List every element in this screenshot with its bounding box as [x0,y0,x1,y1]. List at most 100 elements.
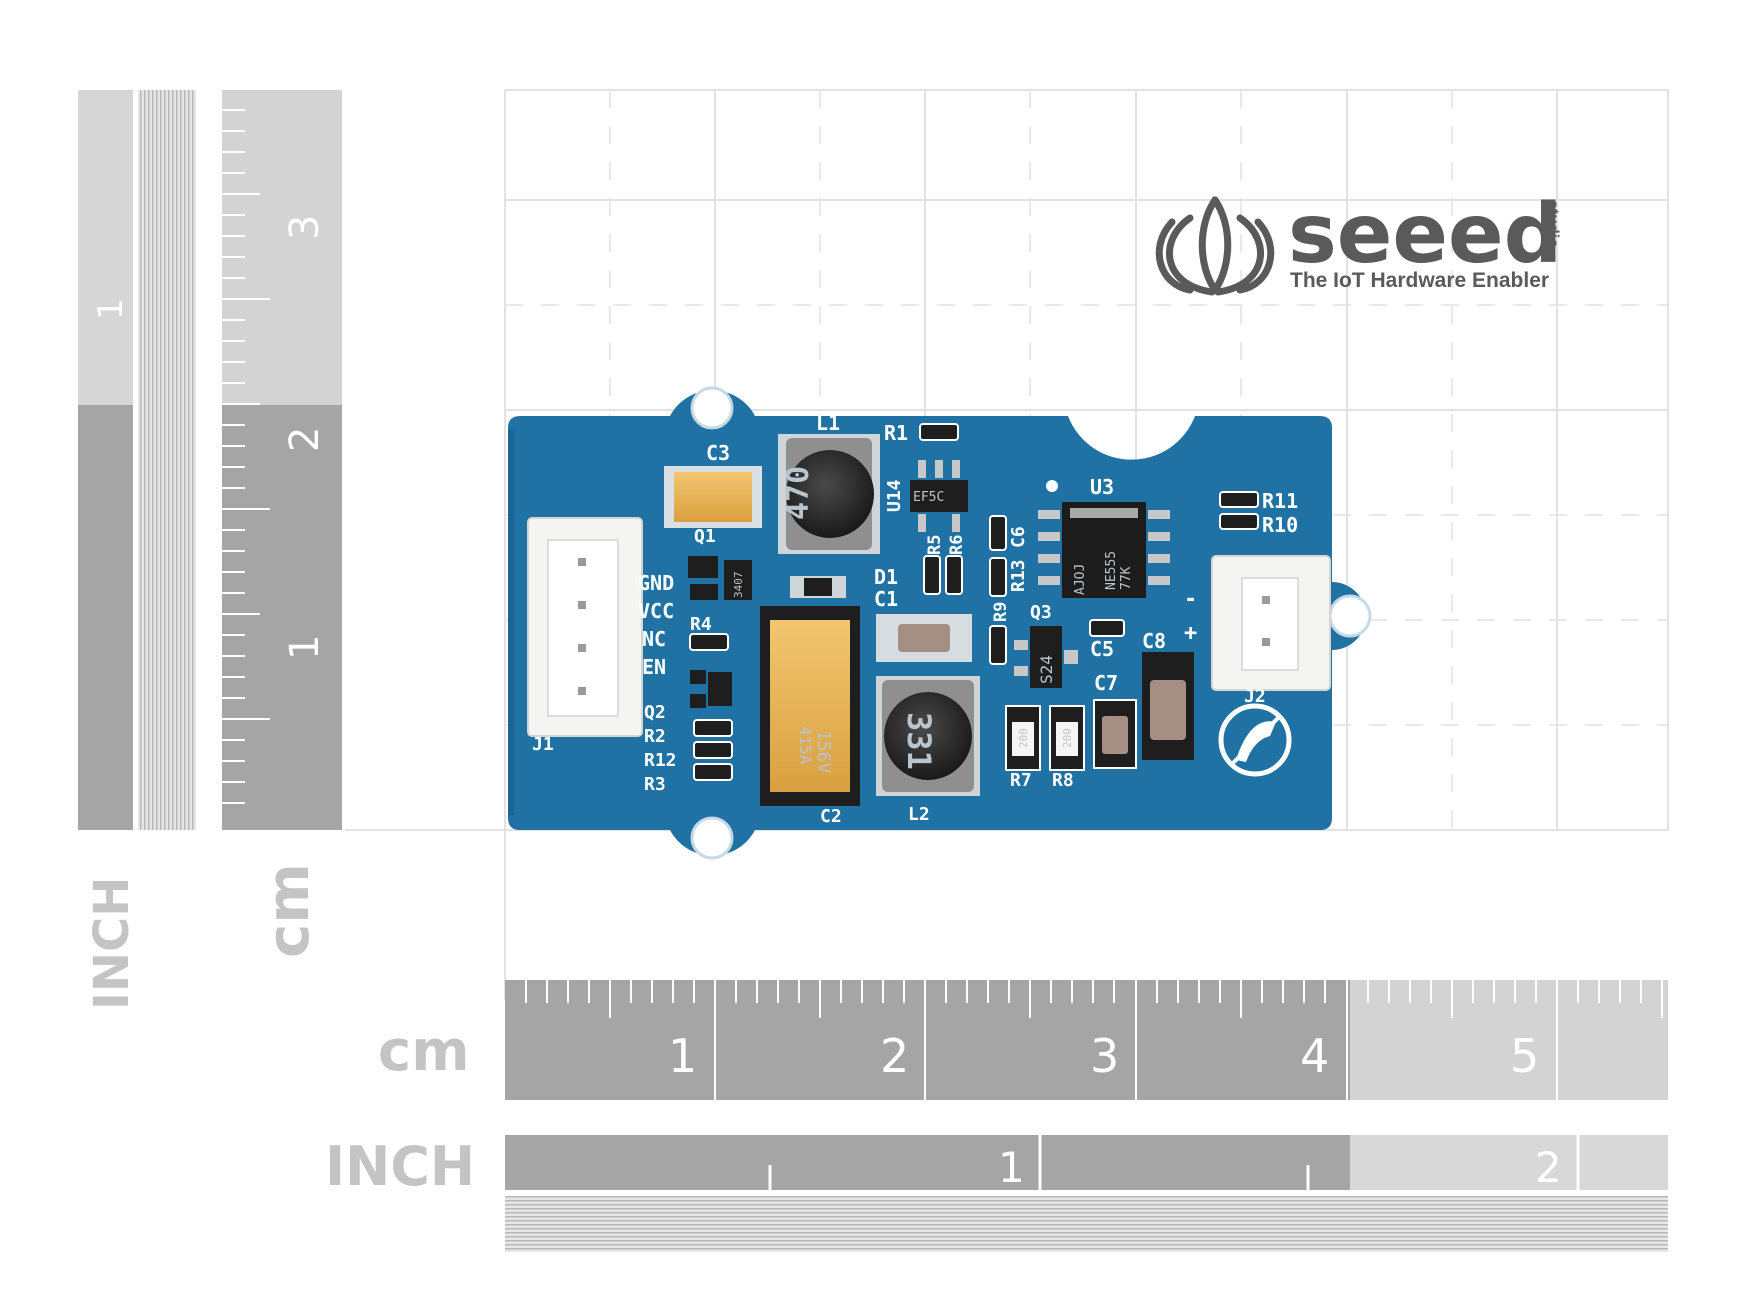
r6-resistor [945,555,963,595]
vertical-cm-number-1: 1 [282,635,328,660]
vertical-cm-number-2: 2 [282,427,328,452]
q1-transistor: 3407 [688,556,752,600]
silk-r12: R12 [644,750,677,771]
silk-c6: C6 [1008,526,1029,548]
silk-c8: C8 [1142,629,1166,653]
silk-u3: U3 [1090,475,1114,499]
r13-resistor [989,557,1007,597]
brand-name: seeed [1288,187,1562,282]
c6-capacitor [989,515,1007,551]
c5-capacitor [1089,619,1125,637]
vertical-inch-ruler: 1 [78,90,196,830]
silk-vcc: VCC [638,599,674,623]
vertical-cm-ruler: 1 2 3 [222,90,342,830]
silk-r1: R1 [884,421,908,445]
l2-inductor: 331 [876,676,980,796]
silk-r10: R10 [1262,513,1298,537]
silk-minus: - [1184,587,1197,612]
vertical-inch-unit-label: INCH [84,877,140,1010]
silk-r7: R7 [1010,770,1032,791]
c7-capacitor [1093,699,1137,769]
grove-pcb-board: 470 EF5C NE555 77K AJOJ [508,386,1372,860]
brand-suffix: studio [1544,200,1561,248]
mounting-hole-right [1328,594,1372,638]
silk-nc: NC [642,627,666,651]
brand-tagline: The IoT Hardware Enabler [1290,269,1549,292]
silk-r5: R5 [925,535,945,555]
r12-resistor [693,741,733,759]
vertical-cm-number-3: 3 [282,215,328,240]
svg-text:S24: S24 [1037,655,1056,684]
horizontal-cm-number-1: 1 [668,1029,697,1083]
c3-capacitor [664,466,762,528]
r5-resistor [923,555,941,595]
horizontal-cm-ruler: 1 2 3 4 5 [505,980,1668,1100]
svg-text:3407: 3407 [732,572,745,599]
silk-j2: J2 [1244,686,1266,707]
silk-r11: R11 [1262,489,1298,513]
r4-resistor [689,633,729,651]
silk-r8: R8 [1052,770,1074,791]
silk-j1: J1 [532,734,554,755]
j2-connector [1211,555,1331,691]
u3-pin1-dot [1046,480,1058,492]
open-hardware-icon [1218,703,1292,777]
silk-gnd: GND [638,571,674,595]
r10-resistor [1219,513,1259,530]
vertical-cm-ticks [222,109,270,804]
horizontal-cm-number-2: 2 [880,1029,909,1083]
r2-resistor [693,719,733,737]
c8-capacitor [1142,652,1194,760]
silk-c5: C5 [1090,637,1114,661]
silk-plus: + [1184,621,1197,646]
silk-r2: R2 [644,726,666,747]
horizontal-cm-number-4: 4 [1300,1029,1329,1083]
silk-l2: L2 [908,804,930,825]
silk-d1: D1 [874,565,898,589]
d1-diode [790,576,846,598]
silk-r3: R3 [644,774,666,795]
c1-capacitor [876,614,972,662]
horizontal-cm-ticks [525,980,1663,1100]
svg-text:200: 200 [1017,728,1030,748]
silk-q1: Q1 [694,526,716,547]
silk-q3: Q3 [1030,602,1052,623]
r11-resistor [1219,491,1259,508]
silk-c7: C7 [1094,671,1118,695]
seeed-logo: seeed studio The IoT Hardware Enabler [1155,187,1562,296]
silk-en: EN [642,655,666,679]
svg-text:415A: 415A [796,726,815,765]
l1-inductor: 470 [778,434,880,554]
silk-c2: C2 [820,806,842,827]
q2-transistor [690,670,732,708]
vertical-cm-unit-label: cm [254,863,322,958]
q3-transistor: S24 [1014,626,1078,688]
silk-r4: R4 [690,614,712,635]
svg-text:EF5C: EF5C [913,490,944,505]
horizontal-cm-number-3: 3 [1090,1029,1119,1083]
r9-resistor [989,625,1007,665]
mounting-hole-bottom [690,816,734,860]
svg-text:AJOJ: AJOJ [1073,564,1088,595]
r1-resistor [919,423,959,441]
j1-connector [527,517,643,737]
horizontal-cm-number-5: 5 [1510,1029,1539,1083]
horizontal-inch-ruler: 1 2 [505,1135,1668,1252]
silk-l1: L1 [816,411,840,435]
u3-ne555-chip: NE555 77K AJOJ [1038,502,1170,598]
silk-c3: C3 [706,441,730,465]
svg-text:470: 470 [781,466,816,520]
silk-c1: C1 [874,587,898,611]
silk-r6: R6 [947,535,967,555]
svg-text:331: 331 [900,712,938,770]
mounting-hole-top [690,386,734,430]
svg-text:200: 200 [1061,728,1074,748]
r7-resistor: 200 [1005,705,1041,771]
silk-u14: U14 [884,479,905,512]
svg-text:77K: 77K [1119,566,1134,590]
r8-resistor: 200 [1049,705,1085,771]
horizontal-inch-unit-label: INCH [325,1135,475,1198]
silk-r13: R13 [1008,559,1029,592]
silk-r9: R9 [991,602,1011,622]
